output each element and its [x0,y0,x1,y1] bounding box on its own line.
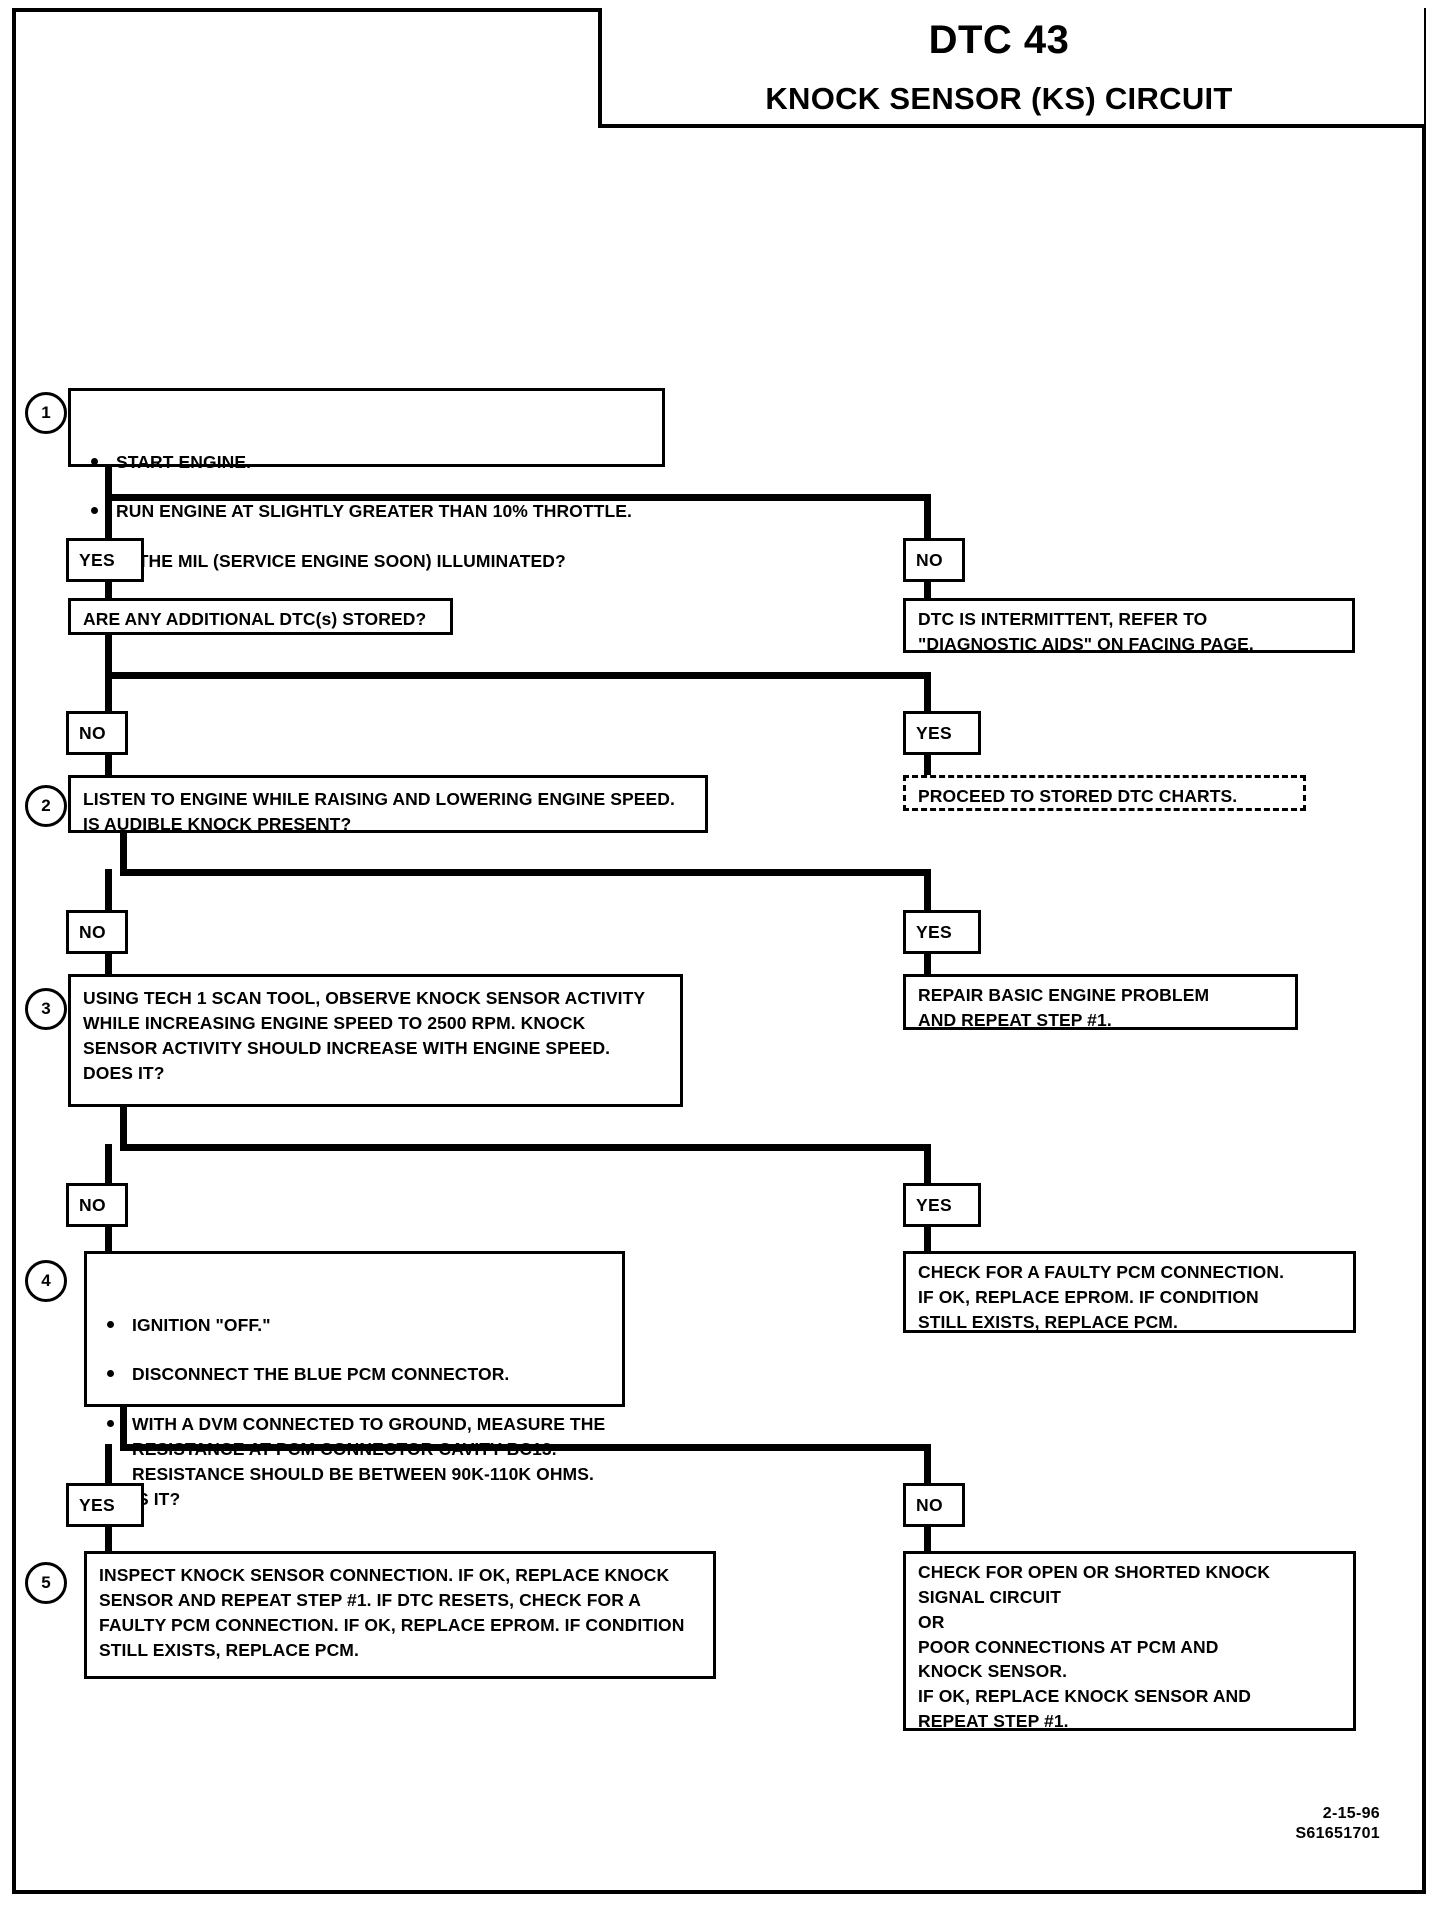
step-5-box: INSPECT KNOCK SENSOR CONNECTION. IF OK, … [84,1551,716,1679]
decision-yes-3: YES [903,910,981,954]
step-1-box: START ENGINE. RUN ENGINE AT SLIGHTLY GRE… [68,388,665,571]
decision-yes-5: YES [66,1483,144,1527]
step-4-bullet-2: DISCONNECT THE BLUE PCM CONNECTOR. [99,1362,612,1387]
step-1-bullet-2: RUN ENGINE AT SLIGHTLY GREATER THAN 10% … [83,499,652,524]
connector-v [924,494,931,539]
connector-v [105,1227,112,1255]
connector-v [924,954,931,978]
decision-no-1: NO [903,538,965,582]
decision-no-4: NO [66,1183,128,1227]
step-3-box: USING TECH 1 SCAN TOOL, OBSERVE KNOCK SE… [68,974,683,1107]
connector-v [105,635,112,679]
footer-doc-id: S61651701 [1295,1825,1380,1842]
decision-no-2: NO [66,711,128,755]
decision-no-3: NO [66,910,128,954]
connector-v [924,1444,931,1484]
header-title-group: DTC 43 KNOCK SENSOR (KS) CIRCUIT [598,8,1424,128]
connector-v [105,755,112,779]
connector-v [105,1527,112,1555]
step-marker-2: 2 [25,785,67,827]
connector-v [105,672,112,712]
connector-h [120,1144,931,1151]
connector-v [924,755,931,779]
connector-h [105,672,931,679]
connector-v [924,1527,931,1555]
connector-v [120,833,127,876]
dtc-intermittent-box: DTC IS INTERMITTENT, REFER TO "DIAGNOSTI… [903,598,1355,654]
connector-h [120,1444,931,1451]
connector-v [105,1444,112,1484]
connector-v [120,1107,127,1150]
circuit-name-title: KNOCK SENSOR (KS) CIRCUIT [765,81,1233,117]
step-4-bullet-1: IGNITION "OFF." [99,1313,612,1338]
step-4-box: IGNITION "OFF." DISCONNECT THE BLUE PCM … [84,1251,625,1509]
dtc-code-title: DTC 43 [928,18,1070,63]
additional-dtc-question-box: ARE ANY ADDITIONAL DTC(s) STORED? [68,598,453,635]
connector-v [120,1407,127,1450]
check-faulty-pcm-box: CHECK FOR A FAULTY PCM CONNECTION. IF OK… [903,1251,1356,1333]
decision-yes-2: YES [903,711,981,755]
header-box [598,8,1424,128]
bullet-dot-icon [91,457,98,465]
step-4-bullet-3: WITH A DVM CONNECTED TO GROUND, MEASURE … [99,1412,612,1511]
step-2-box: LISTEN TO ENGINE WHILE RAISING AND LOWER… [68,775,708,834]
connector-v [924,869,931,912]
connector-v [105,954,112,978]
decision-yes-1: YES [66,538,144,582]
bullet-dot-icon [107,1370,114,1378]
connector-v [105,1144,112,1184]
step-marker-4: 4 [25,1260,67,1302]
decision-no-5: NO [903,1483,965,1527]
footer: 2-15-96 S61651701 [1295,1804,1380,1844]
step-marker-1: 1 [25,392,67,434]
proceed-stored-charts-box: PROCEED TO STORED DTC CHARTS. [903,775,1306,811]
connector-h [105,494,931,501]
connector-v [105,467,112,501]
connector-v [924,672,931,712]
repair-basic-engine-box: REPAIR BASIC ENGINE PROBLEM AND REPEAT S… [903,974,1298,1030]
step-marker-3: 3 [25,988,67,1030]
bullet-dot-icon [107,1420,114,1428]
connector-v [105,494,112,539]
step-marker-5: 5 [25,1562,67,1604]
step-1-question: IS THE MIL (SERVICE ENGINE SOON) ILLUMIN… [116,551,566,572]
connector-v [105,582,112,604]
connector-h [120,869,931,876]
footer-date: 2-15-96 [1322,1805,1380,1822]
bullet-dot-icon [107,1320,114,1328]
decision-yes-4: YES [903,1183,981,1227]
step-1-bullet-1: START ENGINE. [83,450,652,475]
connector-v [105,869,112,912]
bullet-dot-icon [91,507,98,515]
connector-v [924,582,931,604]
connector-v [924,1144,931,1184]
connector-v [924,1227,931,1255]
check-open-shorted-box: CHECK FOR OPEN OR SHORTED KNOCK SIGNAL C… [903,1551,1356,1731]
